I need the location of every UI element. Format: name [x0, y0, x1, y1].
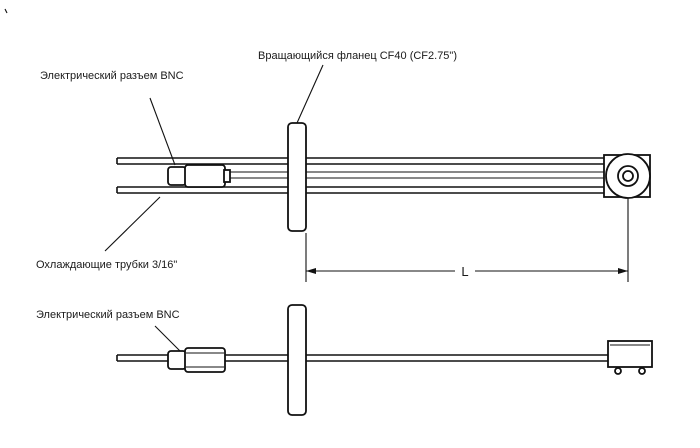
bnc-top-label: Электрический разъем BNC	[40, 70, 184, 82]
flange-top	[287, 122, 307, 232]
cooling-tubes-label-group: Охлаждающие трубки 3/16"	[36, 196, 177, 271]
sensor-head-top	[603, 153, 651, 199]
sensor-head-side	[607, 340, 653, 375]
flange-label-group: Вращающийся фланец CF40 (CF2.75")	[258, 50, 457, 124]
side-view	[116, 304, 653, 416]
bnc-bottom-label: Электрический разъем BNC	[36, 309, 180, 321]
corner-mark	[4, 8, 8, 14]
top-view	[116, 122, 651, 232]
bnc-top-label-group: Электрический разъем BNC	[40, 70, 184, 166]
dimension-l: L	[305, 198, 629, 282]
center-rod	[228, 171, 608, 179]
upper-rod	[116, 157, 608, 165]
bnc-connector-top	[167, 164, 231, 188]
flange-label: Вращающийся фланец CF40 (CF2.75")	[258, 50, 457, 62]
bnc-connector-side	[167, 347, 226, 373]
dimension-l-label: L	[461, 264, 468, 279]
bnc-bottom-label-group: Электрический разъем BNC	[36, 309, 181, 352]
cooling-tubes-label: Охлаждающие трубки 3/16"	[36, 259, 177, 271]
flange-side	[287, 304, 307, 416]
